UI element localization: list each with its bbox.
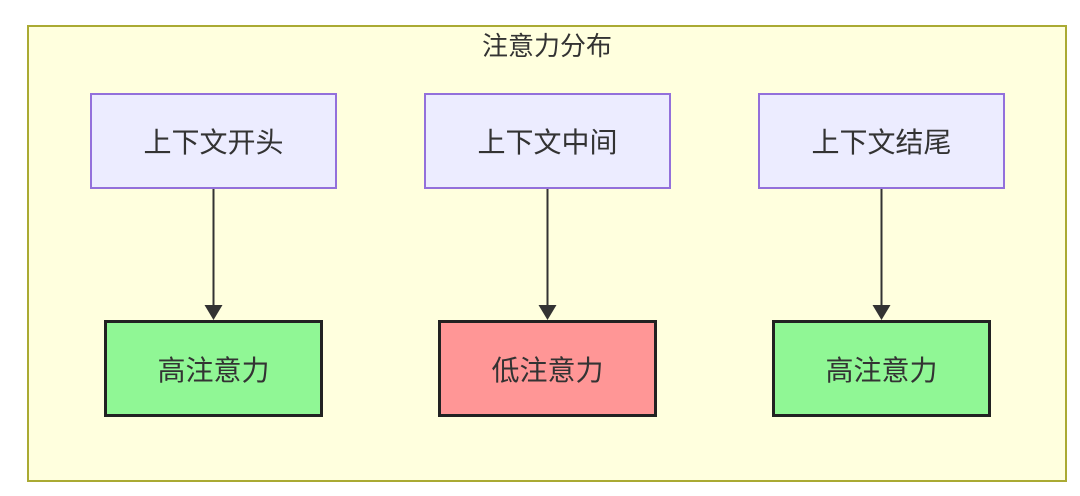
node-context-middle: 上下文中间 [424, 93, 671, 189]
node-context-start: 上下文开头 [90, 93, 337, 189]
node-label: 低注意力 [491, 354, 604, 386]
node-high-attention-2: 高注意力 [772, 320, 991, 417]
diagram-title: 注意力分布 [481, 31, 612, 61]
node-high-attention-1: 高注意力 [104, 320, 323, 417]
node-label: 上下文开头 [143, 127, 284, 158]
node-low-attention: 低注意力 [438, 320, 657, 417]
node-context-end: 上下文结尾 [758, 93, 1005, 189]
node-label: 上下文中间 [477, 127, 618, 158]
node-label: 高注意力 [825, 354, 938, 386]
node-label: 高注意力 [157, 354, 270, 386]
node-label: 上下文结尾 [811, 127, 952, 158]
